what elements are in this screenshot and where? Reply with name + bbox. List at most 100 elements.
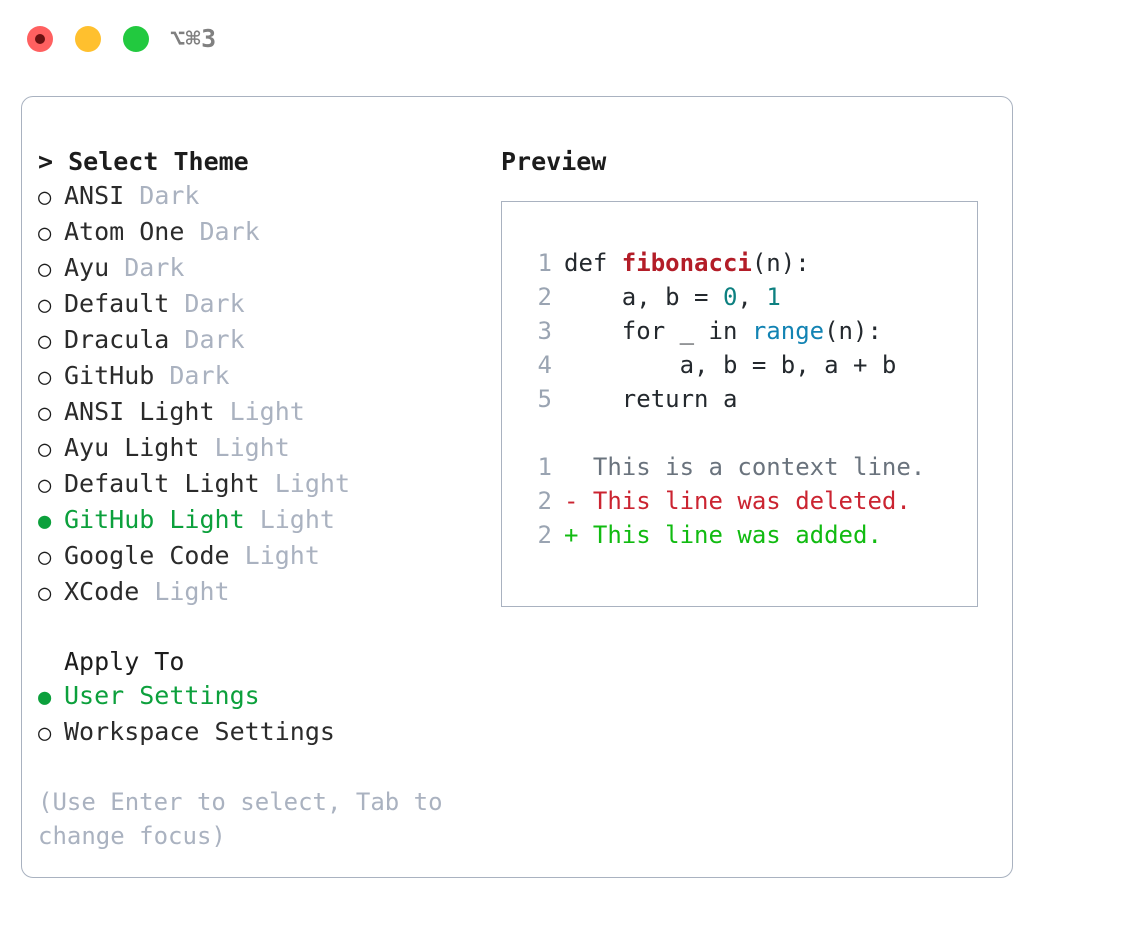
code-line: 3 for _ in range(n): [520,314,925,348]
radio-unselected-icon[interactable]: ○ [38,581,52,606]
theme-list-item[interactable]: ○ XCode Light [38,575,488,611]
spacer [215,395,230,429]
code-token: return a [564,385,738,413]
spacer [124,179,139,213]
theme-list-item[interactable]: ● GitHub Light Light [38,503,488,539]
content-panel: > Select Theme ○ANSI Dark○Atom One Dark○… [21,96,1013,878]
theme-list[interactable]: ○ANSI Dark○Atom One Dark○Ayu Dark○Defaul… [38,179,488,611]
code-token: (n): [751,249,810,277]
code-line-number: 1 [537,249,552,277]
minimize-button-icon[interactable] [75,26,101,52]
code-line-text: for _ in range(n): [564,314,882,348]
theme-list-item[interactable]: ○ANSI Light Light [38,395,488,431]
theme-variant-tag: Dark [184,289,245,318]
theme-variant-tag: Light [229,397,305,426]
theme-name: GitHub Light [64,505,245,534]
code-line-number: 4 [537,351,552,379]
title-bar: ⌥⌘3 [0,0,1140,78]
code-line: 4 a, b = b, a + b [520,348,925,382]
radio-unselected-icon[interactable]: ○ [38,185,52,210]
code-line-text: a, b = b, a + b [564,348,897,382]
theme-list-item[interactable]: ○ Atom One Dark [38,215,488,251]
theme-list-item[interactable]: ○ Dracula Dark [38,323,488,359]
code-diff-gap [520,416,925,450]
theme-name: Ayu Light [64,433,200,462]
diff-marker: - [564,487,593,515]
radio-unselected-icon[interactable]: ○ [38,401,52,426]
theme-variant-tag: Light [274,469,350,498]
close-button-icon[interactable] [27,26,53,52]
radio-unselected-icon[interactable]: ○ [38,329,52,354]
theme-variant-tag: Dark [199,217,260,246]
window-controls [27,26,149,52]
keyboard-shortcut-label: ⌥⌘3 [170,24,217,53]
theme-name: ANSI [64,181,125,210]
theme-name: XCode [64,577,140,606]
preview-label: Preview [501,147,607,176]
theme-variant-tag: Dark [169,361,230,390]
apply-to-option[interactable]: ○ Workspace Settings [38,715,488,751]
diff-line-number: 2 [537,487,552,515]
code-token: 0 [722,283,738,311]
theme-name: Default Light [64,469,260,498]
theme-variant-tag: Light [154,577,230,606]
spacer [169,287,184,321]
radio-unselected-icon[interactable]: ○ [38,221,52,246]
theme-list-item[interactable]: ○ Ayu Light Light [38,431,488,467]
apply-to-list[interactable]: ●User Settings ○ Workspace Settings [38,679,488,751]
diff-line: 2+ This line was added. [520,518,925,552]
theme-variant-tag: Light [259,505,335,534]
theme-list-item[interactable]: ○ Default Light Light [38,467,488,503]
diff-line: 2- This line was deleted. [520,484,925,518]
theme-list-item[interactable]: ○Ayu Dark [38,251,488,287]
code-line-number: 2 [537,283,552,311]
code-line-text: return a [564,382,738,416]
theme-variant-tag: Dark [124,253,185,282]
radio-unselected-icon[interactable]: ○ [38,257,52,282]
diff-marker: + [564,521,593,549]
theme-list-item[interactable]: ○ Default Dark [38,287,488,323]
radio-selected-icon[interactable]: ● [38,685,52,710]
spacer [154,359,169,393]
theme-variant-tag: Light [214,433,290,462]
theme-variant-tag: Dark [184,325,245,354]
code-token: a, b = b, a + b [564,351,897,379]
spacer [245,503,260,537]
theme-name: Atom One [64,217,185,246]
diff-marker [564,450,593,484]
apply-to-heading: Apply To [64,647,185,676]
theme-name: Dracula [64,325,170,354]
spacer [199,431,214,465]
code-token: 1 [766,283,781,311]
radio-unselected-icon[interactable]: ○ [38,293,52,318]
code-token: a, b = [564,283,723,311]
diff-line-text: This is a context line. [592,453,926,481]
diff-line-number: 2 [537,521,552,549]
code-token: (n): [824,317,882,345]
radio-unselected-icon[interactable]: ○ [38,365,52,390]
code-token: , [737,283,767,311]
apply-to-option[interactable]: ●User Settings [38,679,488,715]
theme-name: Default [64,289,170,318]
spacer [260,467,275,501]
radio-unselected-icon[interactable]: ○ [38,721,52,746]
maximize-button-icon[interactable] [123,26,149,52]
code-line-number: 5 [537,385,552,413]
radio-selected-icon[interactable]: ● [38,509,52,534]
radio-unselected-icon[interactable]: ○ [38,437,52,462]
apply-to-label: Workspace Settings [64,717,335,746]
theme-variant-tag: Dark [139,181,200,210]
diff-line-number: 1 [537,453,552,481]
theme-list-item[interactable]: ○GitHub Dark [38,359,488,395]
code-token: fibonacci [621,249,752,277]
theme-list-item[interactable]: ○ ANSI Dark [38,179,488,215]
radio-unselected-icon[interactable]: ○ [38,545,52,570]
keyboard-hint-text: (Use Enter to select, Tab to change focu… [38,788,458,850]
code-token: for _ in [564,317,752,345]
theme-list-item[interactable]: ○Google Code Light [38,539,488,575]
radio-unselected-icon[interactable]: ○ [38,473,52,498]
